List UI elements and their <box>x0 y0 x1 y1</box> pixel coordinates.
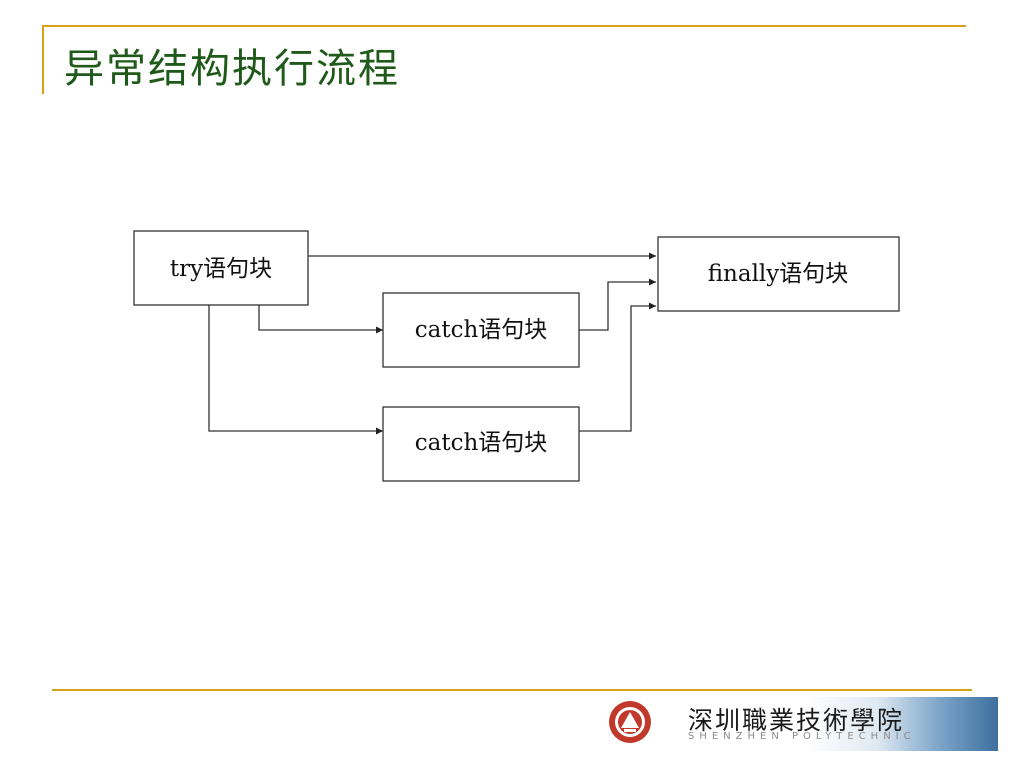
school-logo: 深圳職業技術學院 SHENZHEN POLYTECHNIC <box>606 697 998 751</box>
edge-catch1-to-finally <box>579 278 656 331</box>
node-catch-block-1: catch语句块 <box>382 292 580 368</box>
node-try-block: try语句块 <box>133 230 309 306</box>
node-finally-block: finally语句块 <box>657 236 900 312</box>
footer-rule <box>52 689 972 691</box>
node-catch-block-2: catch语句块 <box>382 406 580 482</box>
edge-try-to-catch1 <box>258 305 383 334</box>
logo-banner <box>680 697 998 751</box>
node-catch2-label: catch语句块 <box>415 430 548 456</box>
slide-title: 异常结构执行流程 <box>64 46 400 92</box>
node-try-label: try语句块 <box>170 256 272 282</box>
edge-catch2-to-finally <box>579 302 656 432</box>
node-catch1-label: catch语句块 <box>415 317 548 343</box>
title-accent-bar <box>42 25 44 94</box>
school-name-english: SHENZHEN POLYTECHNIC <box>688 731 916 742</box>
title-top-rule <box>42 25 966 27</box>
edge-try-to-catch2 <box>208 305 383 435</box>
school-emblem-icon <box>609 701 651 743</box>
school-name-calligraphy: 深圳職業技術學院 <box>688 706 905 735</box>
node-finally-label: finally语句块 <box>708 261 849 287</box>
